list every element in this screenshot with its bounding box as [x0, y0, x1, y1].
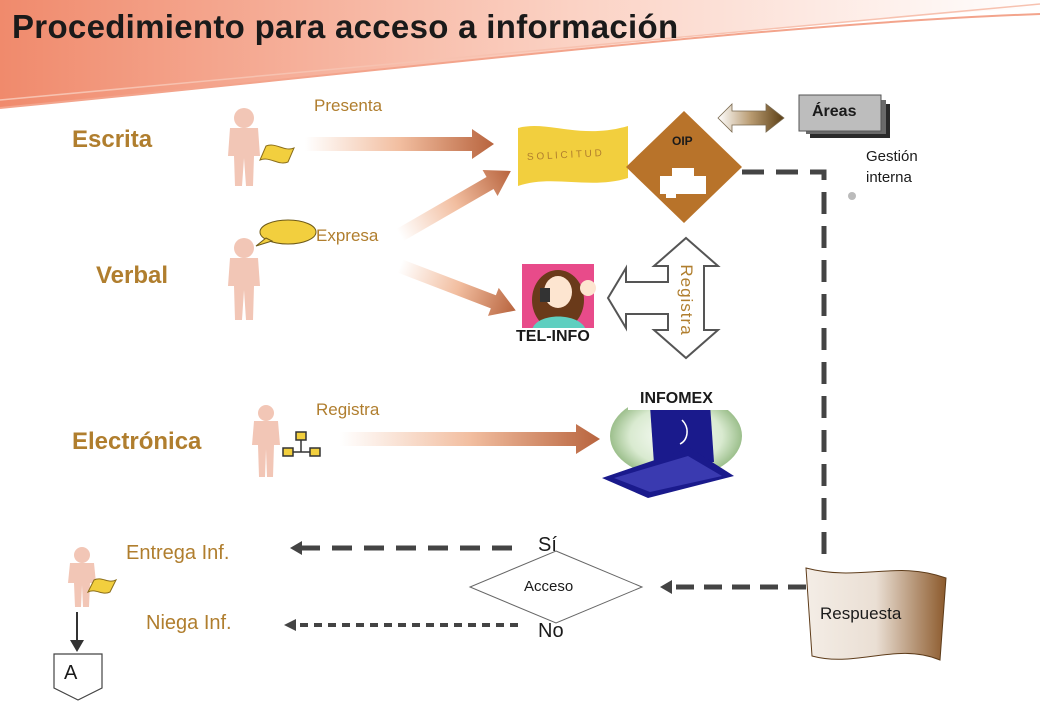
bullet-dot: [848, 192, 856, 200]
presenta-arrow: [305, 129, 494, 159]
oip-to-response-line: [742, 169, 827, 566]
infomex-label-box: [628, 388, 738, 410]
oip-label: OIP: [672, 134, 693, 148]
registra-arrow: [340, 424, 600, 454]
areas-box: [798, 94, 890, 138]
person-icon: [228, 108, 260, 186]
person-icon: [252, 405, 280, 477]
category-written: Escrita: [72, 126, 153, 153]
infomex-label: INFOMEX: [640, 390, 713, 407]
action-presents: Presenta: [314, 96, 383, 115]
expresa-arrow-down: [397, 259, 516, 316]
action-registers: Registra: [316, 400, 380, 419]
telinfo-label: TEL-INFO: [516, 328, 590, 345]
no-label: No: [538, 620, 564, 642]
arrowhead-icon: [660, 580, 672, 594]
response-label: Respuesta: [820, 604, 902, 623]
response-document: [805, 567, 947, 661]
arrowhead-icon: [290, 541, 302, 555]
delivers-info-label: Entrega Inf.: [126, 542, 230, 564]
category-electronic: Electrónica: [72, 428, 202, 455]
arrowhead-icon: [284, 619, 296, 631]
network-icon: [282, 431, 321, 457]
action-expresses: Expresa: [316, 226, 379, 245]
speech-bubble-icon: [255, 219, 317, 247]
telinfo-illustration: [522, 264, 596, 330]
areas-label: Áreas: [812, 103, 857, 120]
request-banner: [518, 126, 628, 186]
access-label: Acceso: [524, 578, 574, 595]
registra-vertical-double-arrow: [606, 236, 721, 360]
connector-label: A: [64, 662, 78, 684]
telinfo-label-box: [510, 328, 608, 348]
infomex-computer-icon: [602, 394, 742, 498]
document-icon: [86, 578, 118, 594]
page-title: Procedimiento para acceso a información: [12, 8, 679, 45]
person-icon: [228, 238, 260, 320]
yes-label: Sí: [538, 534, 557, 556]
access-decision-diamond: [468, 550, 644, 624]
document-icon: [259, 144, 295, 164]
expresa-arrow-up: [396, 170, 511, 242]
arrowhead-icon: [70, 640, 84, 652]
denies-info-label: Niega Inf.: [146, 612, 232, 634]
connector-shape: [53, 653, 103, 701]
oip-diamond: [626, 111, 742, 223]
category-verbal: Verbal: [96, 262, 169, 289]
person-icon: [68, 547, 96, 607]
telinfo-registers-label: Registra: [677, 264, 696, 336]
internal-management-label: Gestión interna: [866, 148, 918, 186]
areas-double-arrow: [717, 103, 785, 133]
